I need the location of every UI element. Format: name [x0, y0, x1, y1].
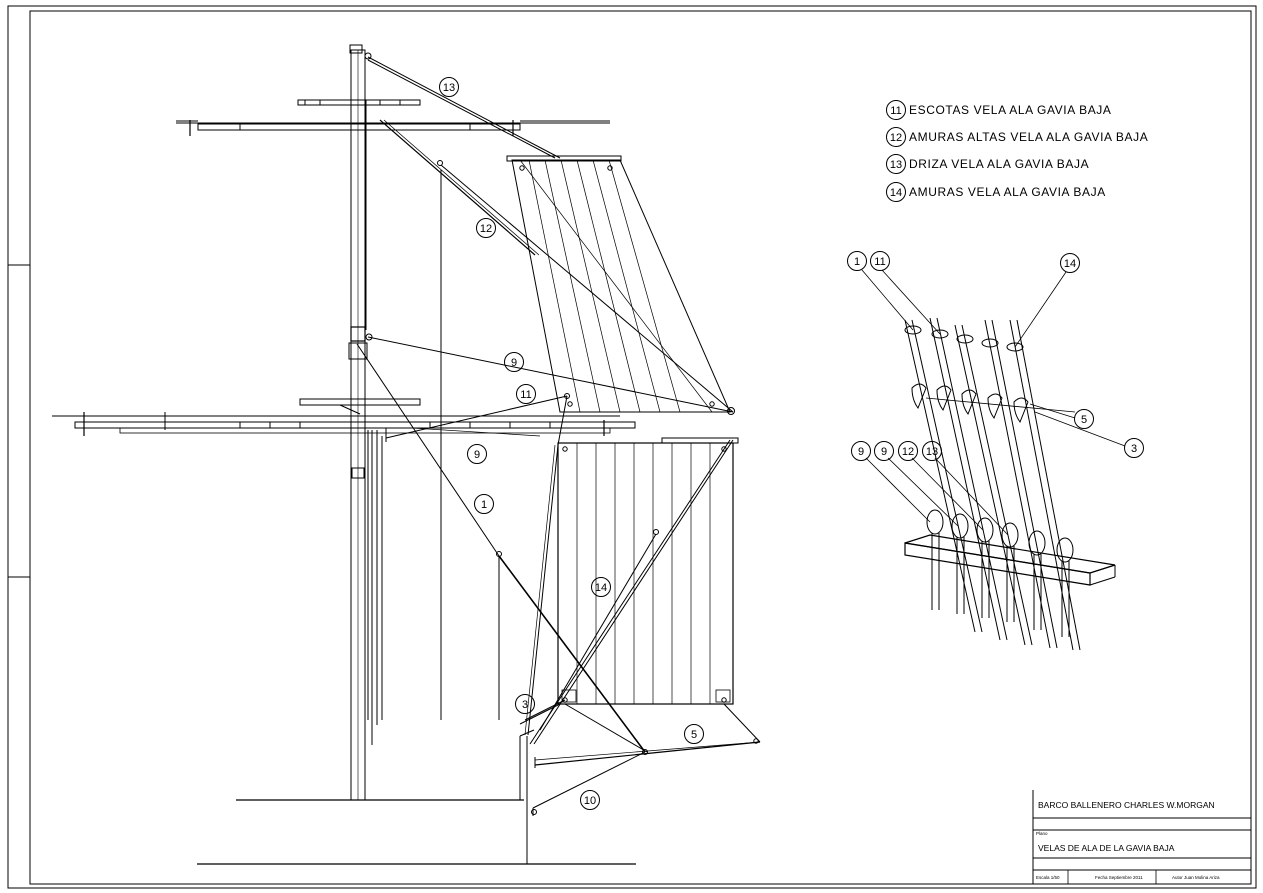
title-block-project: BARCO BALLENERO CHARLES W.MORGAN — [1038, 800, 1215, 810]
legend-item-14-num: 14 — [890, 187, 902, 199]
detail-shrouds — [904, 317, 1081, 651]
callout-3-text: 3 — [522, 699, 528, 711]
callout-1: 1 — [474, 494, 494, 514]
detail-callout-5-text: 5 — [1081, 414, 1087, 426]
callout-14-text: 14 — [595, 582, 607, 594]
detail-callout-12-text: 12 — [902, 446, 914, 458]
detail-callout-1-text: 1 — [854, 256, 860, 268]
detail-callout-12: 12 — [898, 441, 918, 461]
detail-callout-11-text: 11 — [874, 256, 885, 268]
callout-9-upper-text: 9 — [511, 357, 517, 369]
callout-3: 3 — [515, 694, 535, 714]
callout-11-text: 11 — [520, 389, 531, 401]
callout-1-text: 1 — [481, 499, 487, 511]
legend-item-13-text: DRIZA VELA ALA GAVIA BAJA — [909, 157, 1089, 171]
callout-11: 11 — [516, 384, 536, 404]
mast — [348, 44, 368, 801]
main-elevation: 13 12 9 11 9 1 14 3 5 10 — [52, 44, 761, 865]
detail-callout-3-text: 3 — [1131, 443, 1137, 455]
legend-item-11-text: ESCOTAS VELA ALA GAVIA BAJA — [909, 103, 1112, 117]
callout-13: 13 — [439, 77, 459, 97]
detail-callout-9b-text: 9 — [881, 446, 887, 458]
callout-9-lower-text: 9 — [474, 449, 480, 461]
lower-studding-sail — [557, 437, 739, 705]
detail-callout-14: 14 — [1060, 253, 1080, 273]
pin-rail-detail: 1 11 14 5 3 9 9 12 13 — [847, 251, 1144, 651]
legend-item-14-text: AMURAS VELA ALA GAVIA BAJA — [909, 185, 1106, 199]
detail-callout-9a: 9 — [851, 441, 871, 461]
legend: 11 ESCOTAS VELA ALA GAVIA BAJA 12 AMURAS… — [886, 100, 1148, 202]
legend-item-11-num: 11 — [890, 105, 901, 117]
legend-item-12-num: 12 — [890, 132, 902, 144]
detail-callout-13: 13 — [922, 441, 942, 461]
detail-belaying-pins — [926, 509, 1074, 637]
title-block-autor: Autor Juan Molina Ariza — [1172, 875, 1220, 880]
callout-9-upper: 9 — [504, 352, 524, 372]
legend-item-11: 11 ESCOTAS VELA ALA GAVIA BAJA — [886, 100, 1112, 120]
title-block-fecha: Fecha Septiembre 2011 — [1095, 875, 1143, 880]
callout-10-text: 10 — [584, 795, 596, 807]
rigging-ropes — [356, 52, 761, 816]
callout-13-text: 13 — [443, 82, 455, 94]
callout-14: 14 — [591, 577, 611, 597]
title-block-escala: Escala 1/50 — [1036, 875, 1060, 880]
deck-lines — [197, 729, 636, 865]
detail-callouts: 1 11 14 5 3 9 9 12 13 — [847, 251, 1144, 461]
detail-callout-9b: 9 — [874, 441, 894, 461]
callout-12: 12 — [476, 218, 496, 238]
title-block: BARCO BALLENERO CHARLES W.MORGAN Plano V… — [1032, 790, 1251, 884]
detail-pin-rail — [904, 534, 1116, 586]
callout-10: 10 — [580, 790, 600, 810]
main-callouts: 13 12 9 11 9 1 14 3 5 10 — [439, 77, 704, 810]
hanging-lines — [367, 170, 500, 745]
detail-callout-9a-text: 9 — [858, 446, 864, 458]
drawing-frame — [7, 5, 1257, 889]
upper-studding-sail — [506, 155, 731, 413]
title-block-title: VELAS DE ALA DE LA GAVIA BAJA — [1038, 843, 1175, 853]
legend-item-12-text: AMURAS ALTAS VELA ALA GAVIA BAJA — [909, 130, 1148, 144]
callout-9-lower: 9 — [467, 444, 487, 464]
detail-callout-3: 3 — [1124, 438, 1144, 458]
detail-cleats — [911, 383, 1076, 424]
detail-leaders — [861, 269, 1126, 536]
legend-item-13: 13 DRIZA VELA ALA GAVIA BAJA — [886, 154, 1089, 174]
detail-callout-13-text: 13 — [926, 446, 938, 458]
lower-yards — [52, 398, 636, 442]
detail-callout-1: 1 — [847, 251, 867, 271]
callout-5: 5 — [684, 724, 704, 744]
detail-callout-11: 11 — [870, 251, 890, 271]
callout-12-text: 12 — [480, 223, 492, 235]
legend-item-14: 14 AMURAS VELA ALA GAVIA BAJA — [886, 182, 1106, 202]
legend-item-12: 12 AMURAS ALTAS VELA ALA GAVIA BAJA — [886, 127, 1148, 147]
legend-item-13-num: 13 — [890, 159, 902, 171]
title-block-plano-label: Plano — [1036, 831, 1048, 836]
detail-callout-5: 5 — [1074, 409, 1094, 429]
callout-5-text: 5 — [691, 729, 697, 741]
detail-seizings — [904, 325, 1024, 352]
detail-callout-14-text: 14 — [1064, 258, 1076, 270]
